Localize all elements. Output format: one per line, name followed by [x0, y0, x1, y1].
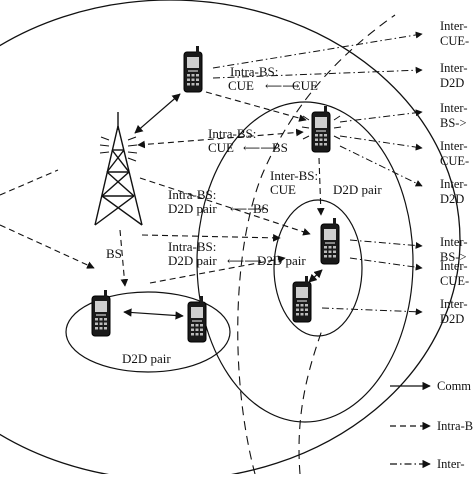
legend-intra-label: Intra-B [437, 419, 473, 433]
link-cue2-d2d [316, 157, 325, 216]
legend-inter-label: Inter- [437, 457, 465, 471]
d2d-cluster-ellipse [273, 199, 363, 337]
right-label-6a: Inter- [440, 235, 468, 249]
right-label-1a: Inter- [440, 19, 468, 33]
right-label-7a: Inter- [440, 259, 468, 273]
label-intra-cue-cue-line1: Intra-BS: [230, 64, 278, 79]
label-intra-cue-bs-left: CUE [208, 140, 234, 155]
inter-link-3 [339, 109, 423, 123]
d2d-phone-4-icon [187, 295, 207, 343]
inter-link-6 [349, 239, 423, 249]
link-d2d-cluster [308, 269, 323, 283]
label-intra-d2d-d2d-left: D2D pair [168, 253, 217, 268]
link-bs-cue1 [134, 93, 181, 134]
link-bs-cue2 [137, 128, 304, 149]
svg-text:⟵⟶: ⟵⟶ [227, 254, 261, 268]
right-label-3a: Inter- [440, 101, 468, 115]
inter-cell-curve-2 [298, 329, 323, 475]
label-intra-cue-cue-right: CUE [292, 78, 318, 93]
link-bs-d2d2 [141, 234, 281, 242]
link-cue1-cue2 [205, 91, 307, 122]
legend: Comm Intra-B Inter- [390, 379, 473, 471]
d2d-phone-3-icon [91, 289, 111, 337]
cue-phone-2-icon [311, 105, 331, 153]
link-pair-d2d [149, 255, 286, 284]
label-inter-cue-d2d-line1: Inter-BS: [270, 168, 318, 183]
label-d2d-pair: D2D pair [122, 351, 171, 366]
label-intra-d2d-bs-line1: Intra-BS: [168, 187, 216, 202]
d2d-phone-1-icon [320, 217, 340, 265]
legend-communication-label: Comm [437, 379, 471, 393]
inter-link-1 [212, 31, 423, 69]
label-intra-d2d-bs-left: D2D pair [168, 201, 217, 216]
inter-link-7 [349, 257, 423, 271]
neighbor-cell-boundary [196, 101, 414, 423]
link-left-bs [0, 224, 95, 269]
right-label-8b: D2D [440, 312, 464, 326]
inter-link-4 [339, 135, 423, 151]
inter-link-5 [339, 145, 423, 187]
label-inter-cue-d2d-left: CUE [270, 182, 296, 197]
label-inter-cue-d2d-right: D2D pair [333, 182, 382, 197]
right-label-7b: CUE- [440, 274, 469, 288]
right-label-3b: BS-> [440, 116, 467, 130]
svg-text:⟵⟶: ⟵⟶ [230, 202, 264, 216]
link-d2d-pair [123, 308, 184, 320]
d2d-phone-2-icon [292, 275, 312, 323]
label-bs: BS [106, 246, 122, 261]
inter-cell-curve-1 [237, 14, 396, 475]
label-intra-cue-bs-right: BS [272, 140, 288, 155]
inter-link-2 [212, 66, 423, 79]
svg-text:⟵⟶: ⟵⟶ [265, 79, 299, 93]
right-label-6b: BS-> [440, 250, 467, 264]
label-intra-cue-bs-line1: Intra-BS: [208, 126, 256, 141]
bidirectional-arrow-icons: ⟵⟶ ⟵⟶ ⟵⟶ ⟵⟶ [227, 79, 299, 268]
right-label-5a: Inter- [440, 177, 468, 191]
label-intra-d2d-d2d-line1: Intra-BS: [168, 239, 216, 254]
right-label-2b: D2D [440, 76, 464, 90]
right-label-5b: D2D [440, 192, 464, 206]
d2d-pair-ellipse [65, 291, 231, 373]
right-label-4a: Inter- [440, 139, 468, 153]
right-label-2a: Inter- [440, 61, 468, 75]
inter-link-8 [321, 307, 423, 316]
right-label-8a: Inter- [440, 297, 468, 311]
label-intra-d2d-d2d-right: D2D pair [257, 253, 306, 268]
bs-signal-icon [99, 136, 138, 162]
bs-cell-boundary [0, 0, 461, 479]
bs-tower-icon [94, 112, 143, 226]
label-intra-d2d-bs-right: BS [253, 201, 269, 216]
right-label-4b: CUE- [440, 154, 469, 168]
label-intra-cue-cue-left: CUE [228, 78, 254, 93]
right-label-1b: CUE- [440, 34, 469, 48]
link-left-top [0, 169, 59, 196]
svg-text:⟵⟶: ⟵⟶ [243, 141, 277, 155]
cue-phone-1-icon [183, 45, 203, 93]
